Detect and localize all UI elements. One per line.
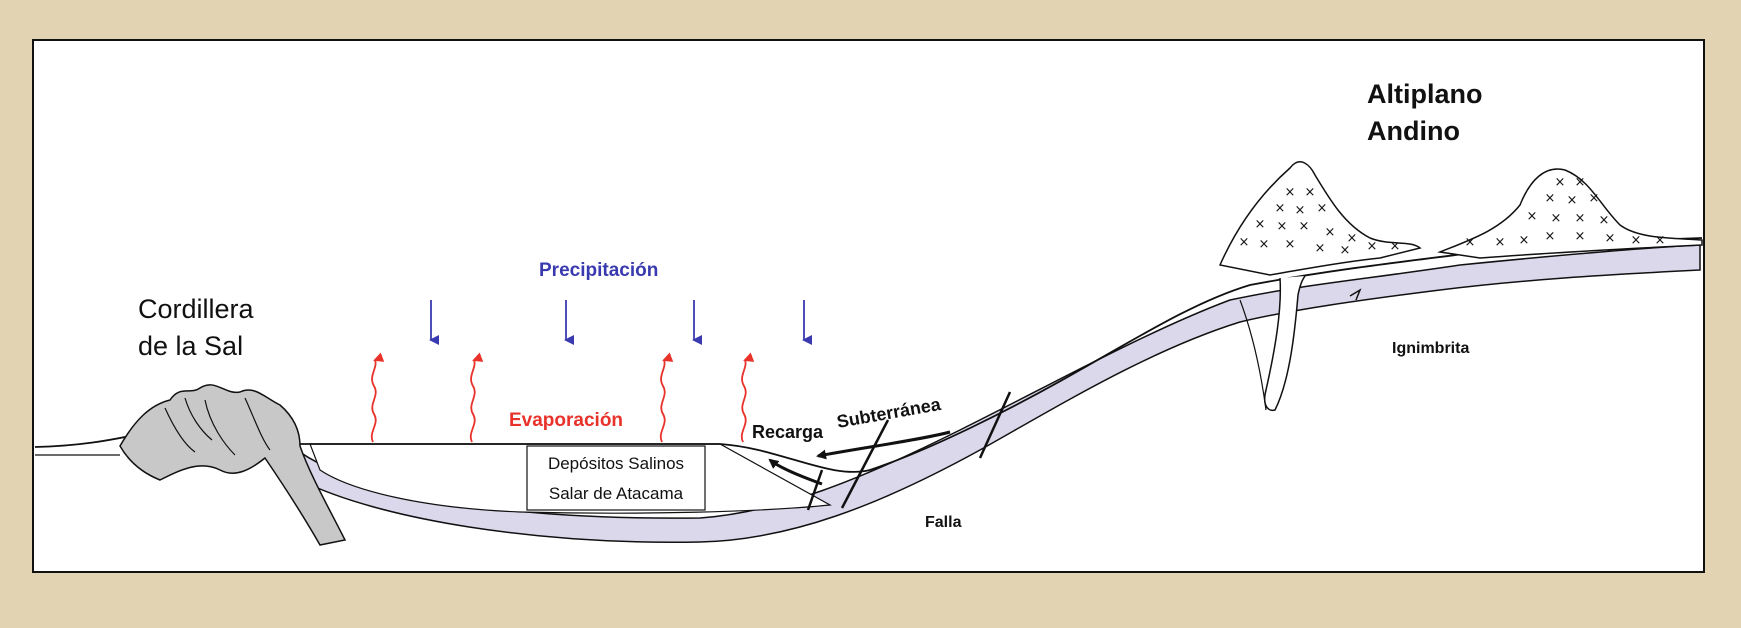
svg-text:×: × xyxy=(1255,217,1266,232)
svg-text:×: × xyxy=(1589,191,1600,206)
deposits-label-box xyxy=(526,445,706,511)
svg-text:×: × xyxy=(1575,229,1586,244)
wavy-up-arrow-icon xyxy=(740,352,755,443)
fault-label: Falla xyxy=(925,514,962,531)
svg-text:×: × xyxy=(1599,213,1610,228)
precipitation-arrows xyxy=(429,300,812,345)
wavy-up-arrow-icon xyxy=(659,352,674,443)
svg-text:×: × xyxy=(1305,185,1316,200)
svg-text:×: × xyxy=(1495,235,1506,250)
cordillera-mountain xyxy=(119,384,347,546)
svg-text:×: × xyxy=(1367,239,1378,254)
svg-text:×: × xyxy=(1315,241,1326,256)
wavy-up-arrow-icon xyxy=(370,352,385,443)
volcano-right xyxy=(1437,168,1703,259)
cordillera-label: de la Sal xyxy=(138,331,243,361)
deposits-label: Depósitos Salinos xyxy=(548,454,684,473)
svg-text:×: × xyxy=(1277,219,1288,234)
svg-text:×: × xyxy=(1340,243,1351,258)
svg-text:×: × xyxy=(1317,201,1328,216)
wavy-up-arrow-icon xyxy=(469,352,484,443)
svg-text:×: × xyxy=(1239,235,1250,250)
svg-text:×: × xyxy=(1519,233,1530,248)
ignimbrite-contact xyxy=(1239,299,1267,411)
recharge-arrow-up xyxy=(768,458,823,486)
volcanic-rock-marks: ×× ××× ××× ×× ××× ×××× ×× ××× ×××× ××× ×… xyxy=(1239,175,1666,258)
evaporation-label: Evaporación xyxy=(509,410,623,431)
altiplano-label: Altiplano xyxy=(1367,79,1483,109)
fault-offset-tick xyxy=(1349,288,1362,301)
aquifer-layer xyxy=(288,244,1701,543)
cordillera-fold-lines xyxy=(164,397,271,456)
svg-text:×: × xyxy=(1259,237,1270,252)
svg-text:×: × xyxy=(1299,219,1310,234)
svg-text:×: × xyxy=(1545,191,1556,206)
precipitation-label: Precipitación xyxy=(539,260,658,281)
volcano-left xyxy=(1218,161,1422,276)
ignimbrite-label: Ignimbrita xyxy=(1392,340,1469,357)
deposits-label: Salar de Atacama xyxy=(549,484,684,503)
svg-text:×: × xyxy=(1325,225,1336,240)
svg-text:×: × xyxy=(1551,211,1562,226)
volcanic-conduit xyxy=(1263,275,1306,412)
recharge-arrow-main xyxy=(816,430,951,460)
svg-text:×: × xyxy=(1527,209,1538,224)
recharge-label: Recarga xyxy=(752,422,824,442)
svg-text:×: × xyxy=(1465,235,1476,250)
svg-text:×: × xyxy=(1295,203,1306,218)
evaporation-arrows xyxy=(370,352,755,443)
svg-text:×: × xyxy=(1575,211,1586,226)
svg-text:×: × xyxy=(1567,193,1578,208)
svg-text:×: × xyxy=(1631,233,1642,248)
svg-text:×: × xyxy=(1285,237,1296,252)
svg-text:×: × xyxy=(1285,185,1296,200)
altiplano-label: Andino xyxy=(1367,116,1460,146)
svg-text:×: × xyxy=(1605,231,1616,246)
svg-text:×: × xyxy=(1575,175,1586,190)
svg-text:×: × xyxy=(1545,229,1556,244)
cordillera-label: Cordillera xyxy=(138,294,255,324)
svg-text:×: × xyxy=(1655,233,1666,248)
svg-text:×: × xyxy=(1275,201,1286,216)
svg-text:×: × xyxy=(1390,239,1401,254)
svg-text:×: × xyxy=(1347,231,1358,246)
fault-lines xyxy=(806,391,1012,511)
svg-text:×: × xyxy=(1555,175,1566,190)
